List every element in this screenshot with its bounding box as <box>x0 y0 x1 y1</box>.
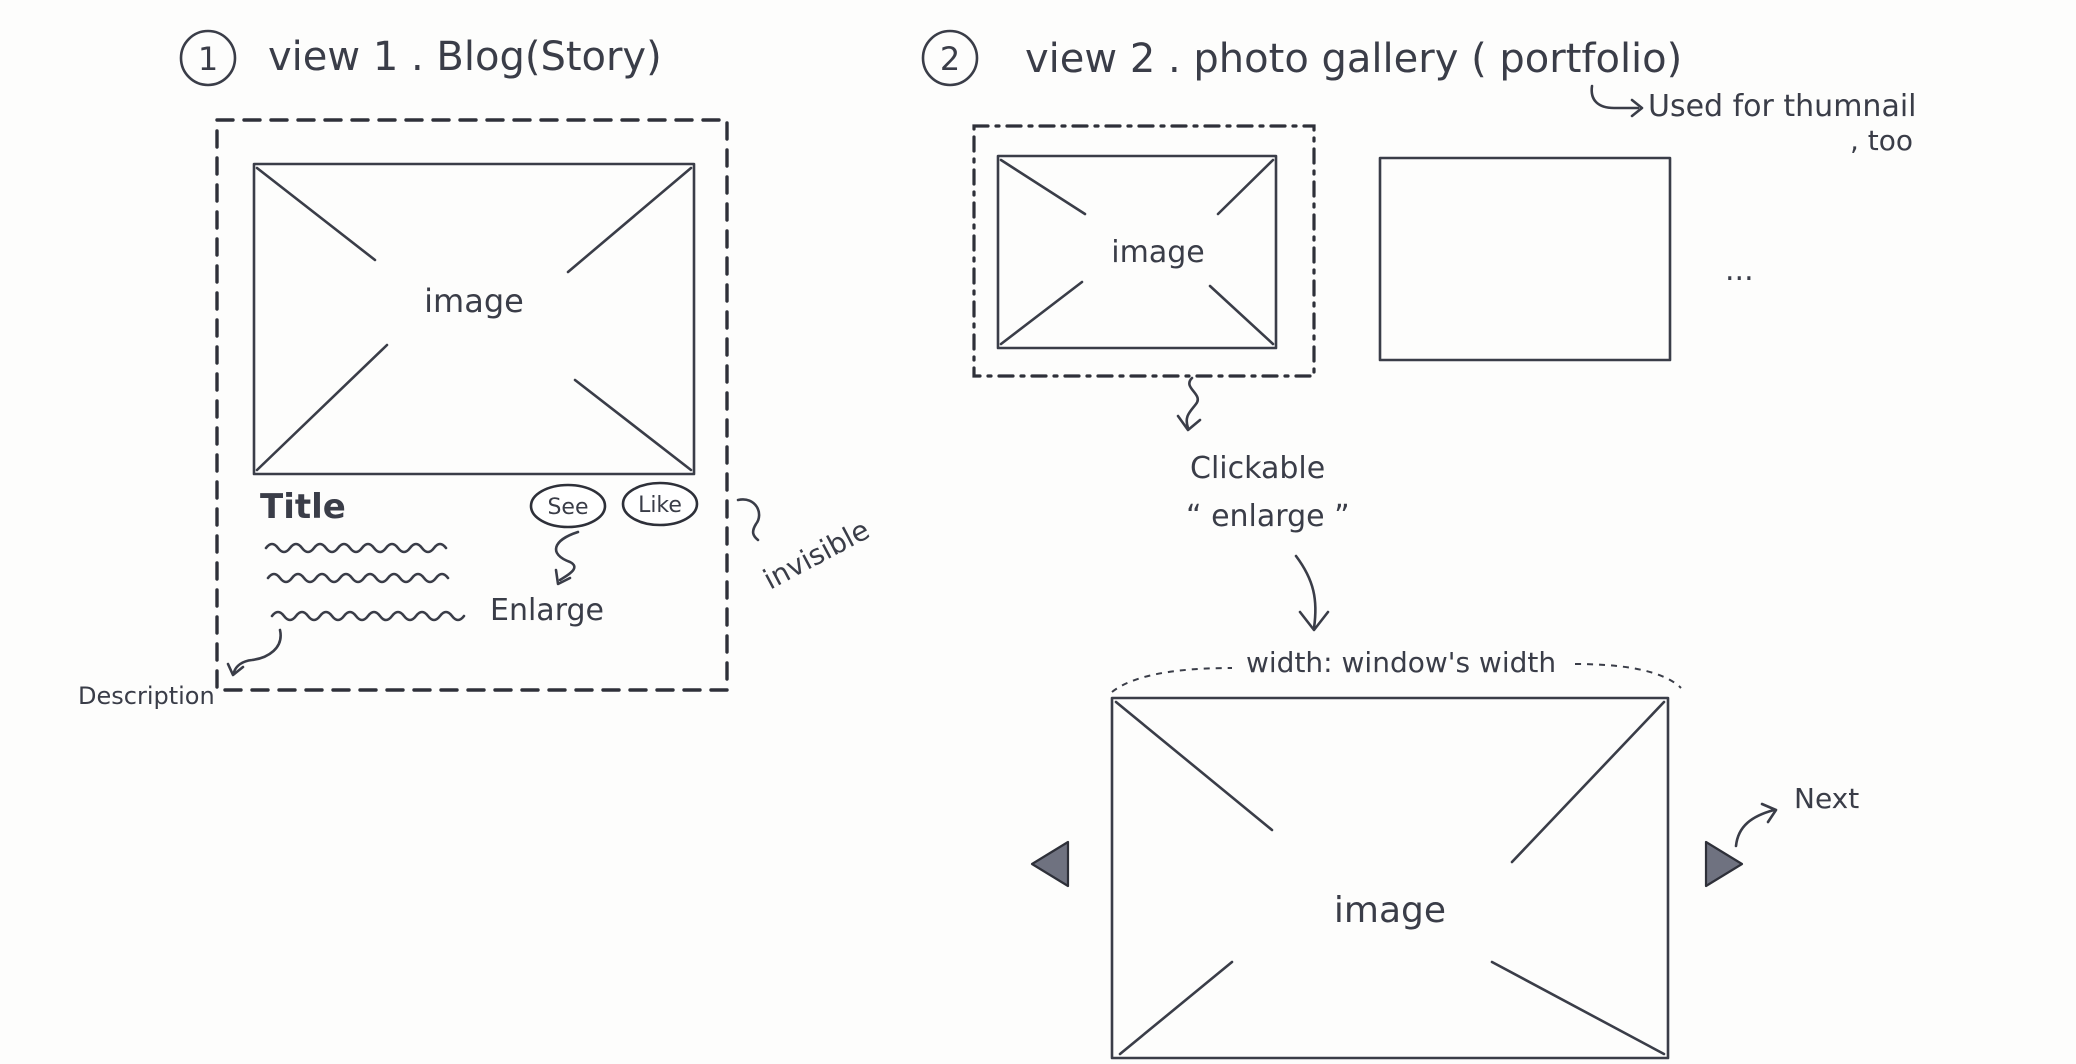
see-button-outline <box>529 483 607 529</box>
width-note: width: window's width <box>1246 646 1556 679</box>
enlarge-flow-arrowhead <box>1298 610 1330 632</box>
description-note: Description <box>78 682 215 710</box>
enlarge-note: Enlarge <box>490 593 604 628</box>
next-note-arrow <box>1734 808 1776 848</box>
thumbnail-image-label: image <box>1111 235 1204 270</box>
enlarged-image-diagonal <box>1114 700 1274 832</box>
prev-arrow-icon[interactable] <box>1030 840 1070 888</box>
view2-number-circle <box>921 29 979 87</box>
next-arrow-icon[interactable] <box>1704 840 1744 888</box>
like-button-outline <box>621 481 699 527</box>
thumbnail-diagonal <box>1208 284 1275 346</box>
description-arrowhead <box>226 662 245 677</box>
view2-header: 2 view 2 . photo gallery ( portfolio) <box>921 29 1682 87</box>
blog-image-label: image <box>424 282 524 320</box>
width-brace <box>1111 663 1682 693</box>
blog-image-frame <box>252 162 696 476</box>
view1-number: 1 <box>198 40 218 78</box>
thumbnail-note-arrow <box>1590 84 1640 110</box>
thumbnail-image-frame <box>996 154 1278 350</box>
next-note-arrowhead <box>1760 802 1778 824</box>
description-squiggle <box>264 542 448 554</box>
blog-image-placeholder[interactable]: image <box>252 162 696 476</box>
view1-heading: view 1 . Blog(Story) <box>268 34 662 80</box>
thumbnail-diagonal <box>999 280 1084 346</box>
selected-thumbnail-frame <box>972 124 1316 378</box>
enlarged-image-diagonal <box>1490 960 1666 1056</box>
invisible-note: invisible <box>758 513 875 596</box>
blog-image-diagonal <box>255 166 377 262</box>
enlarged-image-diagonal <box>1510 700 1666 864</box>
enlarge-quote: “ enlarge ” <box>1186 499 1350 534</box>
thumbnail-note-arrowhead <box>1630 98 1644 118</box>
view1-header: 1 view 1 . Blog(Story) <box>179 29 662 87</box>
enlarged-image[interactable]: image <box>1110 696 1670 1060</box>
see-button[interactable]: See <box>529 483 607 529</box>
description-arrow <box>232 628 282 674</box>
enlarged-image-frame <box>1110 696 1670 1060</box>
clickable-arrowhead <box>1176 414 1202 432</box>
thumbnail-diagonal <box>999 158 1087 216</box>
see-button-label: See <box>547 495 588 520</box>
enlarged-image-label: image <box>1334 890 1446 931</box>
blog-description-lines <box>264 542 466 622</box>
thumbnail-note-line2: , too <box>1850 124 1913 157</box>
blog-title: Title <box>260 487 346 527</box>
thumbnail-image[interactable]: image <box>996 154 1278 350</box>
thumbnail-placeholder[interactable] <box>1378 156 1672 362</box>
invisible-arrow <box>736 498 761 542</box>
next-note: Next <box>1794 782 1859 815</box>
thumbnail-diagonal <box>1216 158 1275 216</box>
view2-number: 2 <box>940 40 960 78</box>
blog-image-diagonal <box>573 378 693 472</box>
enlarge-arrowhead <box>554 568 572 586</box>
blog-image-diagonal <box>255 343 389 472</box>
clickable-arrow <box>1185 376 1200 430</box>
enlarge-flow-arrow <box>1294 554 1317 630</box>
thumbnail-note: Used for thumnail <box>1648 89 1917 124</box>
enlarged-image-diagonal <box>1118 960 1234 1056</box>
like-button-label: Like <box>638 493 682 518</box>
blog-card-container <box>215 118 729 692</box>
enlarge-arrow <box>554 530 580 582</box>
more-thumbnails: ... <box>1725 253 1754 288</box>
clickable-note: Clickable <box>1190 451 1325 486</box>
blog-image-diagonal <box>566 166 693 274</box>
view1-number-circle <box>179 29 237 87</box>
like-button[interactable]: Like <box>621 481 699 527</box>
description-squiggle <box>270 610 466 622</box>
description-squiggle <box>266 572 450 584</box>
view2-heading: view 2 . photo gallery ( portfolio) <box>1025 36 1682 82</box>
